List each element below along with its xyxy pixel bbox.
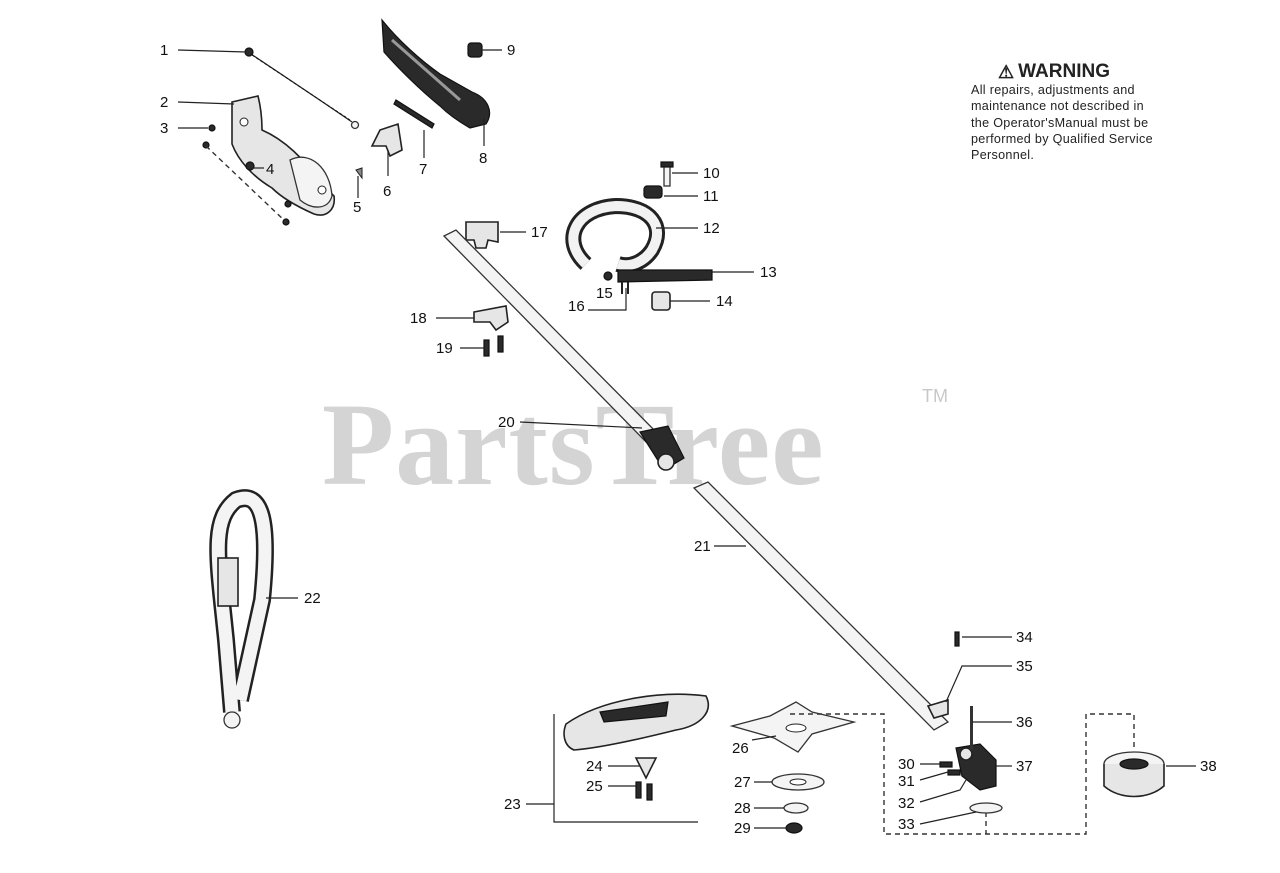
callout-34: 34 — [1016, 629, 1033, 646]
part-19-screws[interactable] — [483, 335, 504, 357]
part-38-trimmer-head[interactable] — [1103, 751, 1165, 798]
callout-7: 7 — [419, 161, 427, 178]
callout-6: 6 — [383, 183, 391, 200]
callout-28: 28 — [734, 800, 751, 817]
callout-27: 27 — [734, 774, 751, 791]
callout-16: 16 — [568, 298, 585, 315]
part-26-blade[interactable] — [729, 701, 857, 753]
callout-19: 19 — [436, 340, 453, 357]
part-21-lower-shaft[interactable] — [692, 481, 950, 731]
warning-heading: WARNING — [1018, 61, 1110, 82]
callout-36: 36 — [1016, 714, 1033, 731]
part-9-knob[interactable] — [467, 42, 483, 58]
assembly-dashed-line — [790, 713, 1135, 835]
part-6-throttle-trigger[interactable] — [370, 122, 403, 158]
callout-31: 31 — [898, 773, 915, 790]
part-15-nut[interactable] — [603, 271, 613, 281]
part-23-blade-guard[interactable] — [553, 693, 709, 823]
part-27-washer[interactable] — [771, 773, 825, 791]
part-31-screw[interactable] — [947, 769, 961, 776]
part-7-stop-switch[interactable] — [393, 99, 435, 129]
callout-30: 30 — [898, 756, 915, 773]
part-22-shoulder-strap[interactable] — [209, 489, 274, 729]
part-17-clip[interactable] — [465, 221, 499, 249]
part-14-clamp[interactable] — [651, 291, 671, 311]
part-33-spacer[interactable] — [969, 802, 1003, 814]
watermark-trademark: TM — [922, 386, 948, 406]
part-4-nut[interactable] — [245, 161, 255, 171]
callout-35: 35 — [1016, 658, 1033, 675]
warning-heading-row: ⚠ WARNING — [998, 61, 1201, 83]
callout-33: 33 — [898, 816, 915, 833]
part-8-handle-housing[interactable] — [381, 18, 491, 129]
part-24-guard-clip[interactable] — [634, 757, 658, 780]
warning-text: All repairs, adjustments and maintenance… — [971, 83, 1153, 163]
part-29-nut[interactable] — [785, 822, 803, 834]
part-10-screw[interactable] — [660, 161, 674, 187]
callout-9: 9 — [507, 42, 515, 59]
part-25-screws[interactable] — [635, 781, 653, 801]
part-12-loop-handle[interactable] — [565, 197, 665, 274]
part-3-screws[interactable] — [202, 124, 292, 226]
callout-17: 17 — [531, 224, 548, 241]
part-20-upper-shaft[interactable] — [442, 229, 685, 471]
callout-22: 22 — [304, 590, 321, 607]
part-13-handle-bracket[interactable] — [617, 269, 713, 283]
part-35-clamp-bracket[interactable] — [926, 698, 949, 719]
part-1-throttle-cable[interactable] — [244, 47, 360, 130]
callout-10: 10 — [703, 165, 720, 182]
part-16-screws[interactable] — [621, 282, 629, 294]
part-18-clamp[interactable] — [473, 305, 509, 332]
part-36-pin[interactable] — [970, 706, 973, 750]
part-32-gearbox[interactable] — [955, 743, 997, 791]
callout-29: 29 — [734, 820, 751, 837]
callout-14: 14 — [716, 293, 733, 310]
callout-5: 5 — [353, 199, 361, 216]
part-5-clip[interactable] — [355, 167, 363, 180]
callout-15: 15 — [596, 285, 613, 302]
callout-8: 8 — [479, 150, 487, 167]
part-2-engine-housing[interactable] — [231, 95, 336, 216]
callout-1: 1 — [160, 42, 168, 59]
callout-11: 11 — [703, 188, 719, 205]
part-11-knob[interactable] — [643, 185, 663, 199]
part-30-screw[interactable] — [939, 761, 953, 768]
warning-notice: ⚠ WARNING All repairs, adjustments and m… — [971, 62, 1201, 163]
warning-triangle-icon: ⚠ — [998, 62, 1015, 82]
callout-12: 12 — [703, 220, 720, 237]
callout-4: 4 — [266, 161, 274, 178]
callout-26: 26 — [732, 740, 749, 757]
callout-21: 21 — [694, 538, 711, 555]
callout-20: 20 — [498, 414, 515, 431]
part-34-screw[interactable] — [954, 631, 960, 647]
watermark: PartsTree — [322, 379, 825, 510]
callout-24: 24 — [586, 758, 603, 775]
callout-23: 23 — [504, 796, 521, 813]
part-28-washer[interactable] — [783, 802, 809, 814]
callout-38: 38 — [1200, 758, 1217, 775]
callout-18: 18 — [410, 310, 427, 327]
callout-13: 13 — [760, 264, 777, 281]
callout-32: 32 — [898, 795, 915, 812]
callout-3: 3 — [160, 120, 168, 137]
callout-25: 25 — [586, 778, 603, 795]
callout-37: 37 — [1016, 758, 1033, 775]
callout-2: 2 — [160, 94, 168, 111]
